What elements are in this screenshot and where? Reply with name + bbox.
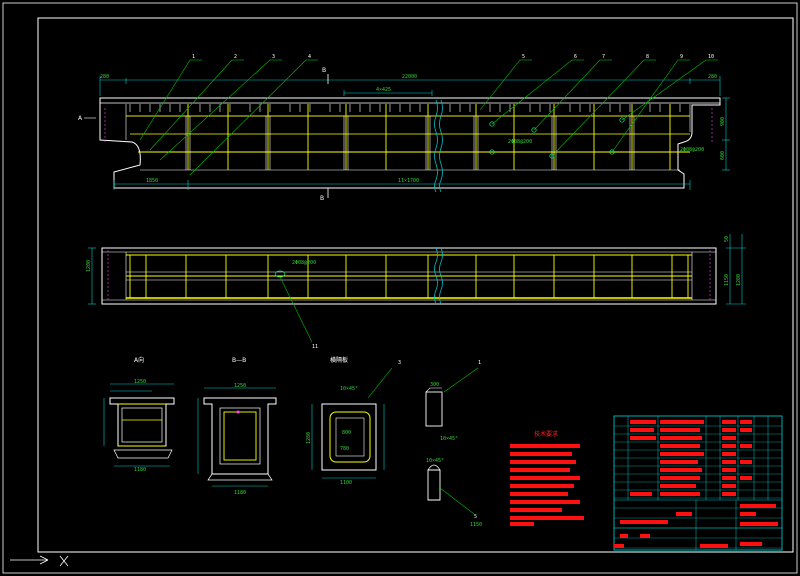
elevation-rebar-label-1: 2Φ08@200 xyxy=(508,139,532,145)
elevation-callout-7: 7 xyxy=(602,54,605,60)
elevation-callout-2: 2 xyxy=(234,54,237,60)
diaphragm-title: 横隔板 xyxy=(330,356,348,364)
section-a-view: A向 1250 1180 xyxy=(103,356,175,473)
plan-rebar-label: 2Φ08@200 xyxy=(292,260,316,266)
section-b-dim-bottom: 1180 xyxy=(234,490,246,496)
elevation-callout-9: 9 xyxy=(680,54,683,60)
elevation-outline xyxy=(99,97,721,189)
elevation-callout-10: 10 xyxy=(708,54,714,60)
elevation-callout-8: 8 xyxy=(646,54,649,60)
section-mark-a: A xyxy=(78,115,83,122)
elevation-mid-dim: 4×425 xyxy=(376,87,391,93)
elevation-vertical-rebars xyxy=(187,104,671,170)
plan-left-dim: 1200 xyxy=(86,260,92,272)
elevation-callout-5: 5 xyxy=(522,54,525,60)
elevation-total-length: 22000 xyxy=(402,74,417,80)
diaphragm-view: 横隔板 3 10×45° 800 1100 1280 780 xyxy=(306,356,401,486)
plan-rebars xyxy=(126,254,692,299)
diaphragm-dim-chamfer: 10×45° xyxy=(340,386,358,392)
section-a-title: A向 xyxy=(134,356,144,364)
plan-right-dim-total: 1200 xyxy=(736,274,742,286)
elevation-end-dim-left: 280 xyxy=(100,74,109,80)
elevation-callout-group: 1 2 3 4 5 6 7 8 9 10 xyxy=(190,54,718,61)
elevation-callout-6: 6 xyxy=(574,54,577,60)
plan-right-dim-mid: 1150 xyxy=(724,274,730,286)
diaphragm-callout: 3 xyxy=(398,360,401,366)
diaphragm-dim-base: 1100 xyxy=(340,480,352,486)
diaphragm-dim-height: 1280 xyxy=(306,432,312,444)
section-a-dim-top: 1250 xyxy=(134,379,146,385)
diaphragm-dim-inner: 780 xyxy=(340,446,349,452)
section-mark-b-bottom: B xyxy=(320,195,324,202)
elevation-callout-3: 3 xyxy=(272,54,275,60)
title-block xyxy=(613,415,783,551)
ucs-icon xyxy=(10,555,69,567)
plan-view: 1200 50 1150 1200 2Φ08@200 11 xyxy=(86,234,746,350)
elevation-right-dim-1: 900 xyxy=(720,117,726,126)
elevation-callout-1: 1 xyxy=(192,54,195,60)
elevation-left-dim: 1850 xyxy=(146,178,158,184)
plan-right-dim-top: 50 xyxy=(724,236,730,242)
elevation-dimensions xyxy=(99,76,730,190)
section-b-dim-top: 1250 xyxy=(234,383,246,389)
detail-callout-2: 5 xyxy=(474,514,477,520)
elevation-leaders xyxy=(139,59,707,176)
detail-callout-1: 1 xyxy=(478,360,481,366)
diaphragm-dim-width: 800 xyxy=(342,430,351,436)
notes-title: 技术要求 xyxy=(534,430,558,438)
detail-dim-top: 300 xyxy=(430,382,439,388)
detail-dim-length: 1150 xyxy=(470,522,482,528)
section-b-title: B—B xyxy=(232,357,246,364)
plan-callout: 11 xyxy=(312,344,318,350)
section-b-view: B—B 1250 1180 xyxy=(197,357,277,496)
elevation-view: 22000 280 280 4×425 1850 11×1700 900 600… xyxy=(78,54,730,202)
elevation-end-dim-right: 280 xyxy=(708,74,717,80)
elevation-span-dim: 11×1700 xyxy=(398,178,419,184)
detail-dim-chamfer-1: 10×45° xyxy=(440,436,458,442)
technical-notes: 技术要求 xyxy=(510,430,584,526)
plan-outline xyxy=(101,247,717,305)
elevation-callout-4: 4 xyxy=(308,54,311,60)
elevation-right-dim-2: 600 xyxy=(720,151,726,160)
detail-dim-chamfer-2: 10×45° xyxy=(426,458,444,464)
detail-pieces: 1 300 10×45° 10×45° 5 1150 xyxy=(425,360,482,528)
elevation-break-line xyxy=(434,99,438,193)
elevation-stirrup-ticks xyxy=(129,104,681,112)
elevation-rebar-label-2: 2Φ08@200 xyxy=(680,147,704,153)
inner-frame xyxy=(37,17,794,553)
section-a-dim-bottom: 1180 xyxy=(134,467,146,473)
section-mark-b-top: B xyxy=(322,67,326,74)
